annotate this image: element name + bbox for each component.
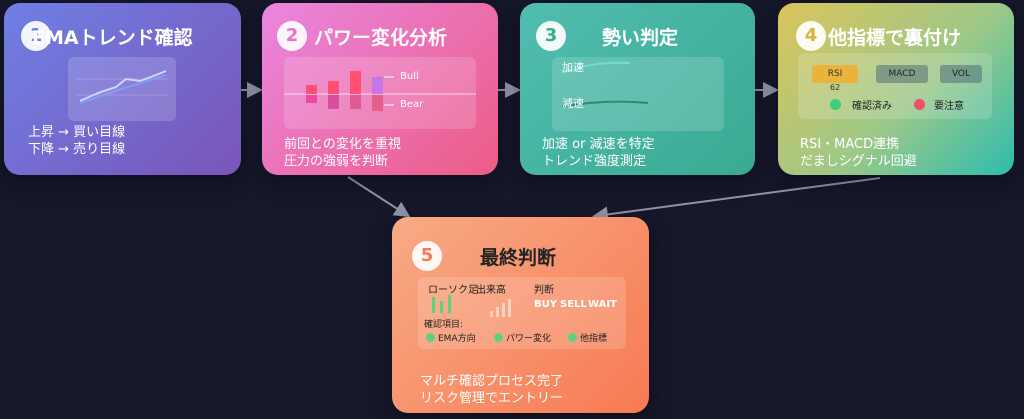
step-2-card: 2 パワー変化分析 Bull Bear 前回との変化を重視 圧力の強弱を判断 bbox=[262, 3, 498, 175]
power-bars-icon bbox=[284, 71, 476, 111]
step-title: 勢い判定 bbox=[602, 27, 679, 49]
step-3-card: 3 勢い判定 加速 減速 加速 or 減速を特定 トレンド強度測定 bbox=[520, 3, 755, 175]
sell-signal: SELL bbox=[560, 299, 587, 310]
step-number-badge: 2 bbox=[277, 21, 307, 51]
decel-label: 減速 bbox=[562, 97, 584, 110]
step-title: 最終判断 bbox=[480, 247, 557, 269]
macd-tag: MACD bbox=[876, 65, 928, 83]
decision-panel: ローソク足 出来高 判断 BUY SELL WAIT 確認項目: EMA方向 パ… bbox=[418, 277, 626, 349]
momentum-curves-icon bbox=[561, 61, 649, 108]
vol-tag: VOL bbox=[940, 65, 982, 83]
accel-label: 加速 bbox=[562, 61, 584, 74]
check-icon bbox=[568, 333, 577, 342]
arrow-4-to-5 bbox=[592, 177, 881, 223]
momentum-panel: 加速 減速 bbox=[552, 57, 724, 131]
check-item: パワー変化 bbox=[506, 334, 552, 344]
step-4-card: 4 他指標で裏付け RSI 62 MACD VOL 確認済み 要注意 RSI・M… bbox=[778, 3, 1014, 175]
cross-icon bbox=[914, 99, 925, 110]
candle-column-label: ローソク足 bbox=[428, 285, 478, 296]
mini-bars-icon bbox=[432, 295, 511, 317]
rsi-tag: RSI bbox=[812, 65, 858, 83]
check-title: 確認項目: bbox=[424, 320, 464, 330]
bear-legend: Bear bbox=[400, 99, 424, 110]
caution-label: 要注意 bbox=[934, 101, 964, 112]
step-description: 上昇 → 買い目線 下降 → 売り目線 bbox=[28, 125, 126, 157]
step-number-badge: 4 bbox=[796, 21, 826, 51]
step-title: EMAトレンド確認 bbox=[32, 27, 193, 49]
rsi-value: 62 bbox=[830, 83, 841, 92]
check-icon bbox=[494, 333, 503, 342]
step-description: マルチ確認プロセス完了 リスク管理でエントリー bbox=[420, 374, 564, 406]
step-number-badge: 3 bbox=[536, 21, 566, 51]
judgment-column-label: 判断 bbox=[534, 285, 554, 296]
step-5-card: 5 最終判断 ローソク足 出来高 判断 BUY SELL WAIT 確認項目: … bbox=[392, 217, 649, 413]
arrow-2-to-5 bbox=[347, 176, 411, 218]
buy-signal: BUY bbox=[534, 299, 557, 310]
indicator-panel: RSI 62 MACD VOL 確認済み 要注意 bbox=[798, 53, 992, 119]
step-title: パワー変化分析 bbox=[314, 27, 448, 49]
step-description: 加速 or 減速を特定 トレンド強度測定 bbox=[542, 137, 655, 169]
step-1-card: 1 EMAトレンド確認 上昇 → 買い目線 下降 → 売り目線 bbox=[4, 3, 241, 175]
ema-chart-panel bbox=[68, 57, 176, 121]
step-description: 前回との変化を重視 圧力の強弱を判断 bbox=[284, 137, 401, 169]
check-icon bbox=[830, 99, 841, 110]
power-chart-panel: Bull Bear bbox=[284, 57, 476, 129]
check-item: EMA方向 bbox=[438, 334, 476, 344]
wait-signal: WAIT bbox=[588, 299, 617, 310]
step-number-badge: 5 bbox=[412, 241, 442, 271]
check-icon bbox=[426, 333, 435, 342]
confirmed-label: 確認済み bbox=[852, 101, 892, 112]
bull-legend: Bull bbox=[400, 71, 419, 82]
check-item: 他指標 bbox=[580, 334, 608, 344]
volume-column-label: 出来高 bbox=[476, 285, 506, 296]
step-description: RSI・MACD連携 だましシグナル回避 bbox=[800, 137, 917, 169]
line-chart-icon bbox=[76, 70, 168, 104]
step-title: 他指標で裏付け bbox=[828, 27, 962, 49]
step-number-badge: 1 bbox=[21, 21, 51, 51]
